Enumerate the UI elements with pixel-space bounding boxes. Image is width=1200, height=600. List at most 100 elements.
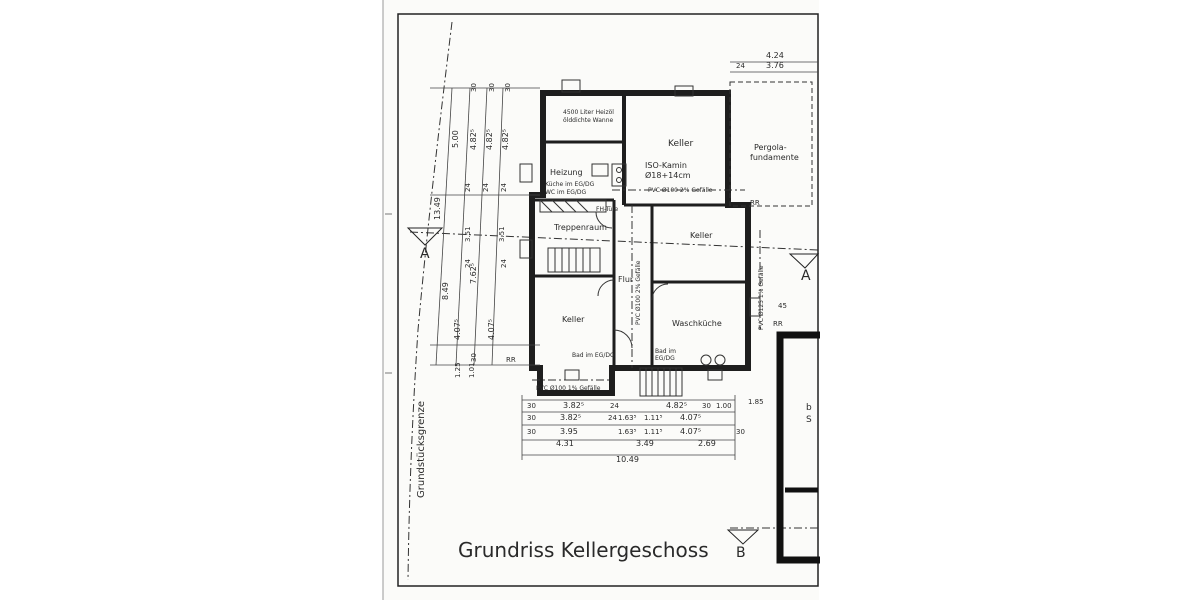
kamin-label-2: Ø18+14cm	[645, 170, 691, 180]
dim-3-76: 3.76	[766, 61, 784, 70]
dim-4-82-a: 4.82⁵	[469, 129, 478, 150]
rr-label: RR	[773, 320, 783, 328]
dim-row4: 4.31	[556, 439, 574, 448]
dim-24-top: 24	[736, 62, 745, 70]
boundary-label: Grundstücksgrenze	[416, 401, 427, 498]
boiler	[591, 163, 609, 177]
room-waschkueche: Waschküche	[672, 319, 722, 328]
dim-24: 24	[500, 183, 508, 192]
dim-row1: 1.00	[716, 402, 732, 410]
dim-4-82-c: 4.82⁵	[501, 129, 510, 150]
dim-row3: 4.07⁵	[680, 427, 701, 436]
tank-label-2: ölddichte Wanne	[563, 117, 614, 124]
rr-label: RR	[506, 356, 516, 364]
room-keller-top: Keller	[668, 139, 694, 149]
dim-30: 30	[504, 83, 512, 92]
light-well	[561, 79, 581, 93]
light-well	[519, 239, 533, 259]
dim-24: 24	[464, 259, 472, 268]
exterior-stairs	[639, 367, 683, 397]
section-a-right-label: A	[801, 268, 811, 284]
dim-1-25: 1.25	[454, 362, 462, 378]
property-boundary-line	[407, 21, 453, 581]
fh-door-label: FH-Türe	[596, 206, 619, 213]
room-heizung: Heizung	[550, 168, 583, 177]
section-a-left-arrow	[406, 227, 444, 246]
dim-row2: 1.11⁵	[644, 414, 663, 422]
dim-row3: 30	[736, 428, 745, 436]
pipe-label-top: PVC Ø100 2% Gefälle	[648, 187, 713, 194]
staircase	[547, 247, 601, 273]
dim-total: 10.49	[616, 455, 639, 464]
drawing-frame	[397, 13, 819, 587]
dim-30: 30	[488, 83, 496, 92]
door-swing	[613, 329, 633, 349]
light-well	[707, 369, 723, 381]
light-well	[564, 369, 580, 381]
section-b-arrow	[726, 529, 760, 545]
exterior-wall	[529, 90, 751, 396]
room-keller-left: Keller	[562, 315, 585, 324]
rr-label: RR	[750, 199, 760, 207]
pipe-label-bottom: PVC Ø100 1% Gefälle	[536, 385, 601, 392]
dim-4-07-b: 4.07⁵	[487, 319, 496, 340]
dim-row1: 30	[702, 402, 711, 410]
room-keller-mid: Keller	[690, 231, 713, 240]
section-b-label: B	[736, 545, 746, 561]
bath-note-right-2: EG/DG	[655, 355, 675, 362]
room-treppenraum: Treppenraum	[553, 223, 607, 232]
adjacent-label-s: S	[806, 415, 812, 425]
kamin-label-1: ISO-Kamin	[645, 161, 687, 170]
dim-row3: 1.63⁵	[618, 428, 637, 436]
bath-note-right-1: Bad im	[655, 348, 676, 355]
pergola-label-2: fundamente	[750, 153, 799, 162]
door-swing	[597, 279, 615, 297]
dim-45: 45	[778, 302, 787, 310]
chimney	[611, 163, 627, 187]
dim-30: 30	[470, 353, 478, 362]
adjacent-building	[776, 331, 820, 564]
dim-row1: 24	[610, 402, 619, 410]
dim-row2: 30	[527, 414, 536, 422]
dim-row4: 3.49	[636, 439, 654, 448]
dim-4-24: 4.24	[766, 51, 784, 60]
dim-row1: 4.82⁵	[666, 401, 687, 410]
dim-row4: 2.69	[698, 439, 716, 448]
dim-24: 24	[500, 259, 508, 268]
dryer	[714, 354, 726, 366]
section-a-right-arrow	[788, 253, 820, 269]
dim-5-00: 5.00	[451, 130, 460, 148]
dim-8-49: 8.49	[441, 282, 450, 300]
dim-1-01: 1.01	[468, 362, 476, 378]
dim-row3: 1.11⁵	[644, 428, 663, 436]
section-a-left-label: A	[420, 246, 430, 262]
light-well	[519, 163, 533, 183]
dim-row1: 3.82⁵	[563, 401, 584, 410]
dim-30: 30	[470, 83, 478, 92]
dim-7-62: 7.62⁵	[469, 263, 478, 284]
dim-3-51: 3.51	[464, 226, 472, 242]
door-swing	[651, 283, 669, 301]
pipe-label-vertical: PVC Ø100 2% Gefälle	[635, 260, 642, 325]
dim-row2: 3.82⁵	[560, 413, 581, 422]
tank-label-1: 4500 Liter Heizöl	[563, 109, 614, 116]
pergola-label-1: Pergola-	[754, 143, 787, 152]
hatched-strip	[539, 199, 607, 213]
dim-row3: 30	[527, 428, 536, 436]
dim-row3: 3.95	[560, 427, 578, 436]
dim-4-82-b: 4.82⁵	[485, 129, 494, 150]
dim-row2: 4.07⁵	[680, 413, 701, 422]
door-swing	[595, 211, 613, 229]
pipe-label-right: PVC Ø125 1% Gefälle	[758, 265, 765, 330]
dim-row2: 1.63⁵	[618, 414, 637, 422]
light-well	[674, 85, 694, 97]
washer	[700, 354, 712, 366]
dim-row1: 1.85	[748, 398, 764, 406]
drawing-title: Grundriss Kellergeschoss	[458, 538, 709, 562]
bath-note-left: Bad im EG/DG	[572, 352, 615, 359]
dim-13-49: 13.49	[433, 197, 442, 220]
pergola-foundation	[729, 81, 813, 207]
left-dimension-chain	[430, 87, 540, 366]
adjacent-label-b: b	[806, 403, 812, 413]
